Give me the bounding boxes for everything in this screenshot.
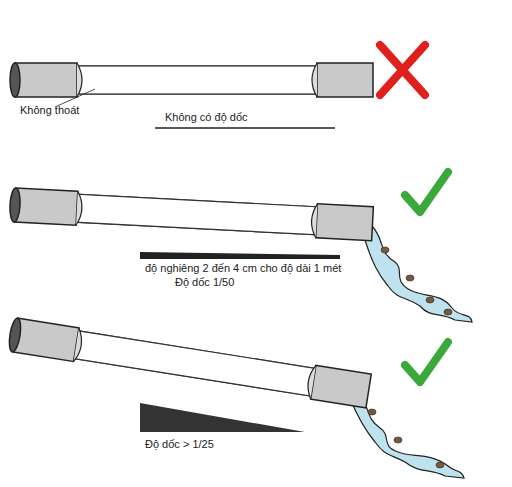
steep-pipe <box>7 317 371 407</box>
wrong-mark <box>380 45 425 95</box>
flat-pipe <box>10 63 373 97</box>
callout-label: Không thoát <box>20 104 79 117</box>
slope-note: độ nghiêng 2 đến 4 cm cho độ dài 1 mét <box>145 262 341 275</box>
correct-mark <box>405 342 448 382</box>
slope-wedge <box>140 252 340 259</box>
slope-ratio: Độ dốc > 1/25 <box>145 438 214 451</box>
correct-mark <box>405 172 448 212</box>
level-note: Không có độ dốc <box>165 111 248 124</box>
slope-ratio: Độ dốc 1/50 <box>175 276 234 289</box>
slope-wedge <box>140 403 305 432</box>
water-outflow <box>365 226 472 322</box>
level-line <box>155 127 335 129</box>
sloped-pipe <box>9 188 373 241</box>
